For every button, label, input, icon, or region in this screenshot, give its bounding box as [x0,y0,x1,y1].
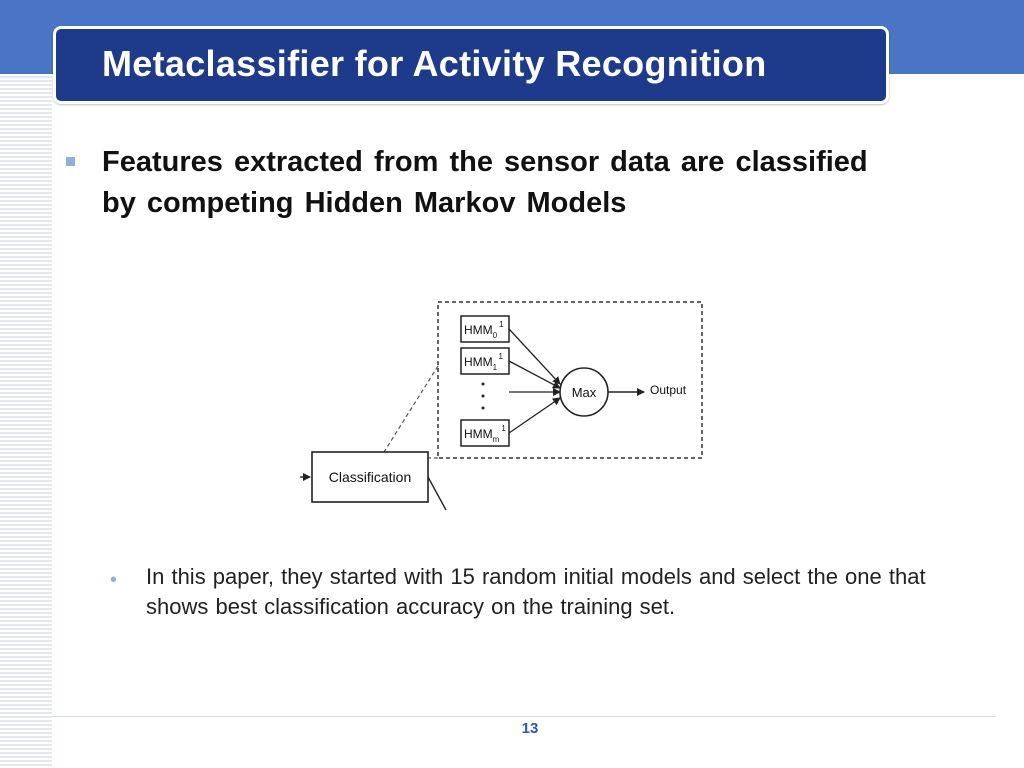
arrow-hmm1-to-max [508,360,561,389]
hmm-subscript: 1 [493,363,498,372]
classification-box [311,451,429,503]
classification-label: Classification [329,469,411,485]
hmm-label: HMM [464,323,493,337]
main-bullet-text: Features extracted from the sensor data … [102,146,868,219]
hmm-diagram: HMM01 HMM11 HMMm1 Max Output Classificat… [300,301,703,511]
hmm-superscript: 1 [501,424,506,433]
title-bar: Metaclassifier for Activity Recognition [53,26,889,104]
slide-title: Metaclassifier for Activity Recognition [102,43,767,84]
output-label: Output [650,383,687,397]
svg-text:HMM11: HMM11 [464,352,504,372]
arrow-hmm0-to-max [508,328,561,385]
hmm-box: HMM11 [460,347,510,375]
dashed-connector-top [383,365,439,453]
hmm-label: HMM [464,427,493,441]
sub-bullet-text: In this paper, they started with 15 rand… [146,564,926,619]
hmm-superscript: 1 [499,352,504,361]
max-label: Max [572,385,597,400]
page-number: 13 [521,720,539,737]
classification-output-line [427,476,447,511]
hmm-superscript: 1 [499,320,504,329]
arrow-hmmm-to-max [508,397,561,434]
svg-text:HMM01: HMM01 [464,320,504,340]
hmm-box: HMM01 [460,315,510,343]
left-stripe-decoration [0,74,52,768]
hmm-subscript: m [493,435,500,444]
ellipsis-dot [481,394,485,398]
svg-text:HMMm1: HMMm1 [464,424,506,444]
ellipsis-dot [481,406,485,410]
hmm-box: HMMm1 [460,419,510,447]
hmm-label: HMM [464,355,493,369]
bullet-square-icon [66,157,75,166]
sub-bullet-dot-icon: • [110,569,118,591]
hmm-subscript: 0 [493,331,498,340]
footer-divider [52,716,996,717]
ellipsis-dot [481,382,485,386]
